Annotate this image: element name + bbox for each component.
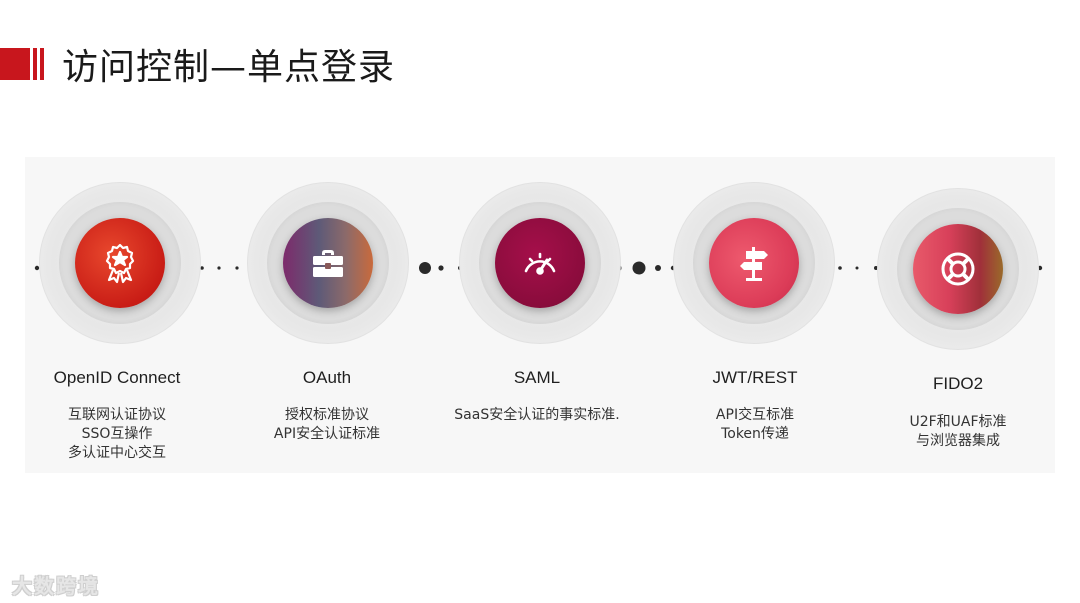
- item-name: OAuth: [302, 368, 352, 387]
- description-line: API交互标准: [715, 407, 795, 423]
- item-description: 互联网认证协议 SSO互操作 多认证中心交互: [7, 406, 227, 463]
- description-line: U2F和UAF标准: [909, 414, 1007, 430]
- description-line: SSO互操作: [81, 426, 153, 442]
- node-fido2: [877, 188, 1039, 350]
- node-openid-connect: [39, 182, 201, 344]
- signpost-icon: [709, 218, 799, 308]
- node-oauth: [247, 182, 409, 344]
- description-line: 互联网认证协议: [68, 407, 166, 423]
- description-line: SaaS安全认证的事实标准.: [454, 407, 620, 423]
- title-accent-bar: [0, 48, 48, 80]
- watermark: 大数跨境: [12, 574, 100, 598]
- item-name: SAML: [513, 368, 561, 387]
- award-ribbon-icon: [75, 218, 165, 308]
- description-line: 与浏览器集成: [916, 433, 1000, 449]
- item-description: 授权标准协议 API安全认证标准: [217, 406, 437, 444]
- page-title: 访问控制—单点登录: [62, 47, 396, 88]
- item-name: FIDO2: [932, 374, 984, 393]
- speedometer-icon: [495, 218, 585, 308]
- item-description: U2F和UAF标准 与浏览器集成: [848, 413, 1068, 451]
- description-line: 多认证中心交互: [68, 445, 166, 461]
- node-saml: [459, 182, 621, 344]
- description-line: API安全认证标准: [273, 426, 381, 442]
- lifebuoy-icon: [913, 224, 1003, 314]
- item-description: API交互标准 Token传递: [645, 406, 865, 444]
- description-line: Token传递: [721, 426, 789, 442]
- briefcase-icon: [283, 218, 373, 308]
- node-jwt-rest: [673, 182, 835, 344]
- item-name: OpenID Connect: [53, 368, 181, 387]
- description-line: 授权标准协议: [285, 407, 369, 423]
- item-description: SaaS安全认证的事实标准.: [427, 406, 647, 425]
- item-name: JWT/REST: [712, 368, 798, 387]
